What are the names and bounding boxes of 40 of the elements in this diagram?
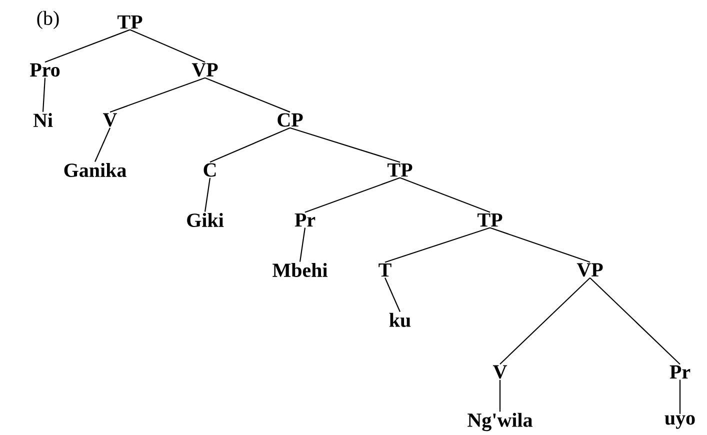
panel-label: (b) [37, 10, 59, 30]
tree-node-label: Ganika [64, 162, 126, 178]
branch-line [590, 277, 680, 365]
tree-node-label: uyo [664, 415, 695, 429]
tree-node-label: ku [389, 312, 411, 328]
tree-node-label: Ni [33, 113, 53, 127]
branch-line [384, 227, 490, 263]
tree-node-label: CP [278, 113, 303, 127]
branch-line [499, 380, 501, 412]
branch-line [384, 278, 400, 312]
branch-line [94, 128, 110, 162]
tree-node-label: TP [388, 163, 412, 177]
tree-node-label: V [493, 365, 507, 379]
branch-line [204, 178, 211, 212]
tree-node-label: TP [478, 213, 502, 227]
tree-node-label: V [103, 113, 117, 127]
tree-node-label: Pr [294, 213, 316, 227]
branch-line [304, 177, 400, 213]
branch-line [110, 77, 206, 113]
branch-line [130, 29, 206, 63]
tree-node-label: Mbehi [272, 262, 328, 278]
branch-line [204, 77, 290, 113]
branch-line [290, 127, 400, 163]
tree-node-label: VP [192, 63, 218, 77]
tree-node-label: Pr [670, 365, 690, 379]
tree-node-label: C [204, 163, 216, 177]
tree-node-label: Pro [30, 63, 60, 77]
branch-line [400, 177, 490, 213]
tree-node-label: VP [576, 263, 603, 277]
branch-line [679, 380, 681, 414]
tree-node-label: T [378, 263, 392, 277]
branch-line [210, 127, 290, 163]
tree-node-label: TP [118, 15, 142, 29]
tree-node-label: Ng'wila [468, 412, 532, 432]
branch-line [299, 228, 306, 262]
tree-node-label: Giki [187, 212, 224, 228]
branch-line [44, 29, 130, 63]
branch-line [490, 227, 590, 263]
branch-line [500, 277, 590, 364]
branch-line [42, 78, 46, 112]
